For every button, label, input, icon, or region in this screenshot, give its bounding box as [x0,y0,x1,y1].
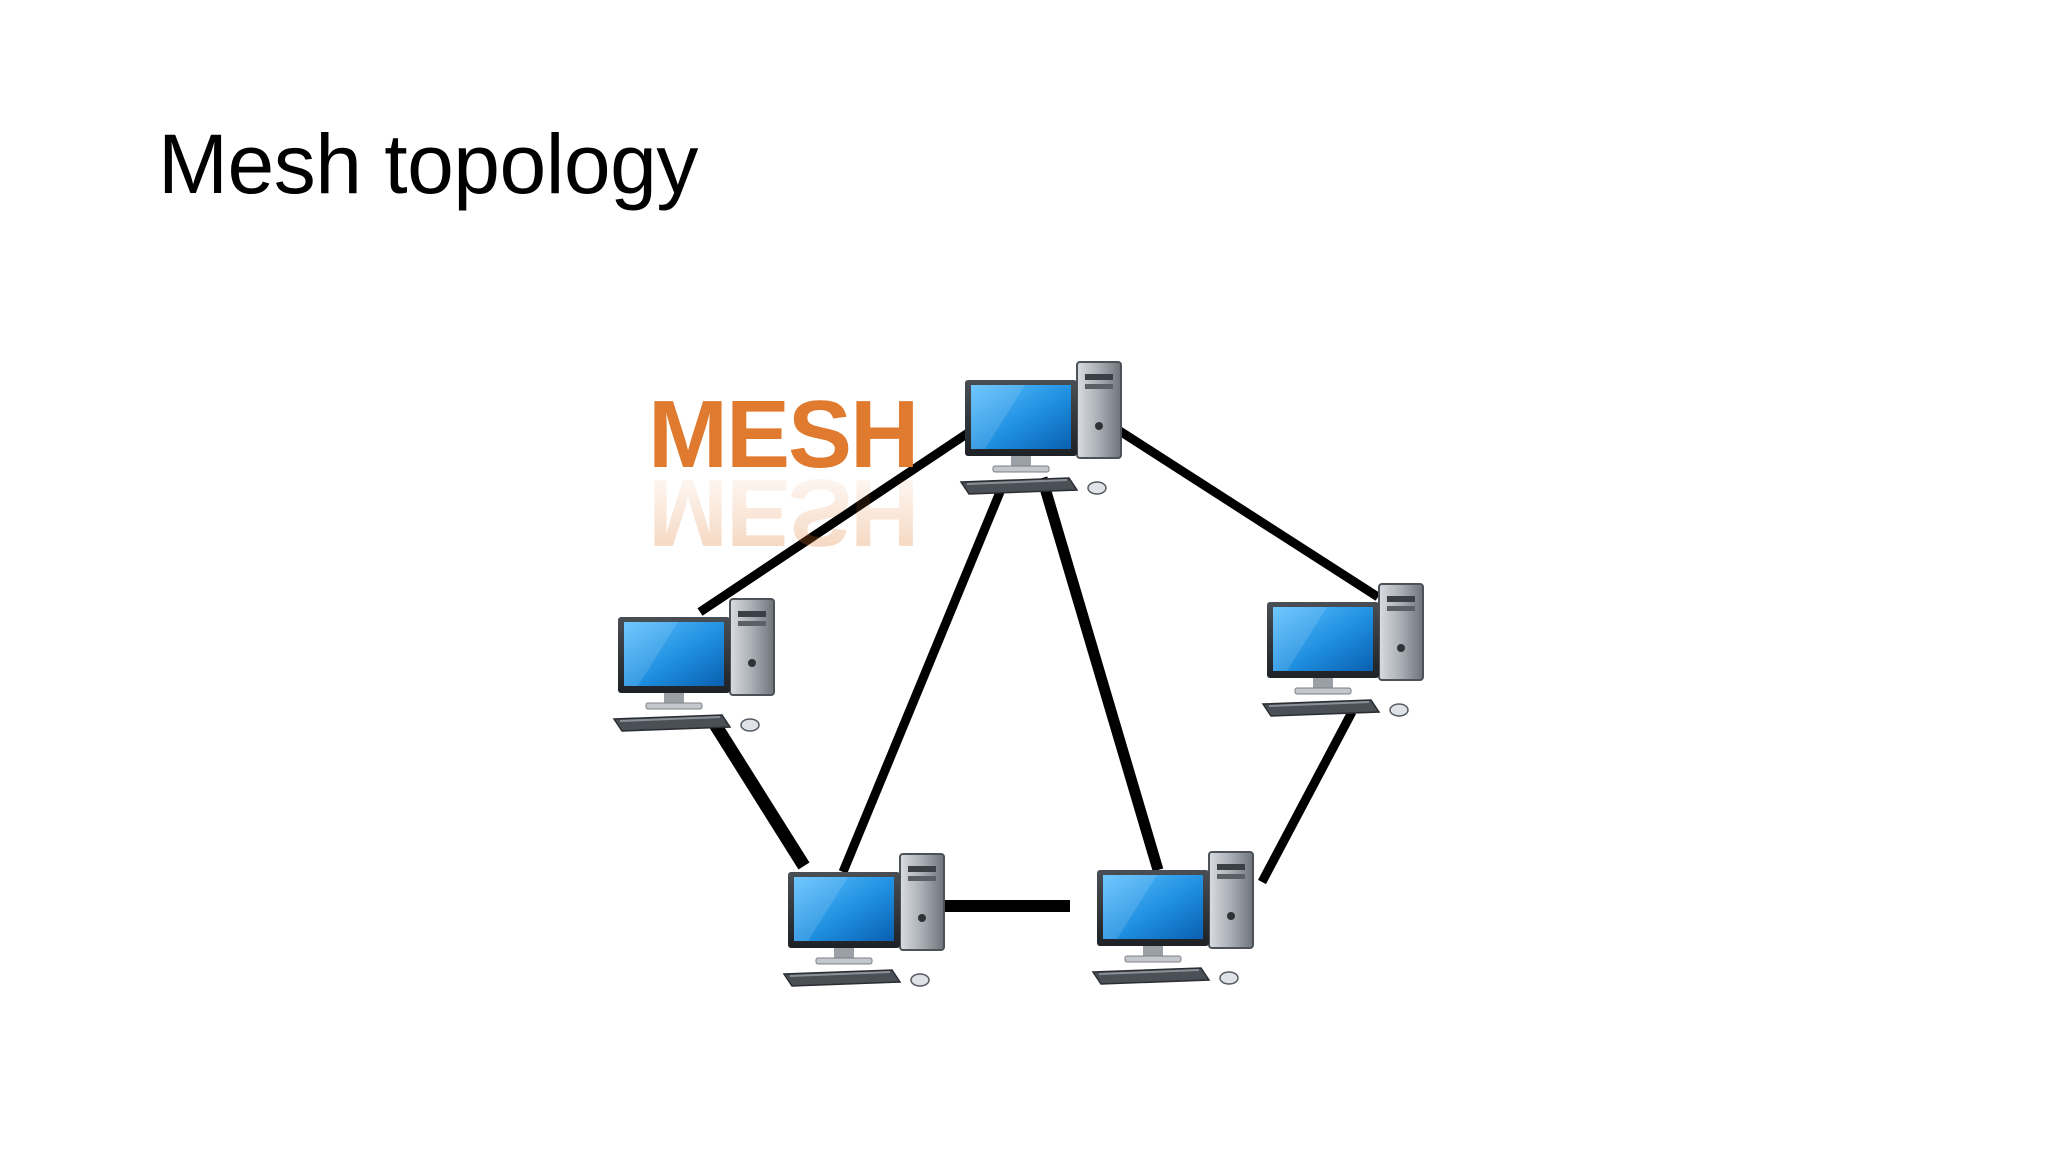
computer-icon [960,361,1122,495]
mesh-label-reflection: MESH [648,459,917,566]
mesh-label: MESH [648,381,917,488]
link-top-bottom-right [1036,476,1164,872]
node-bottom-left [783,853,945,987]
computer-icon [613,598,775,732]
node-right [1262,583,1424,717]
link-top-bottom-left [838,490,1005,874]
computer-icon [783,853,945,987]
node-left [613,598,775,732]
mesh-label-group: MESH MESH [648,381,919,566]
link-left-bottom-left [705,714,810,870]
links-group [697,422,1381,912]
link-right-bottom-right [1258,709,1356,885]
computer-icon [1092,851,1254,985]
link-top-right [1109,422,1381,601]
node-top [960,361,1122,495]
computer-icon [1262,583,1424,717]
link-top-left [697,429,971,616]
node-bottom-right [1092,851,1254,985]
slide-title: Mesh topology [158,117,698,211]
